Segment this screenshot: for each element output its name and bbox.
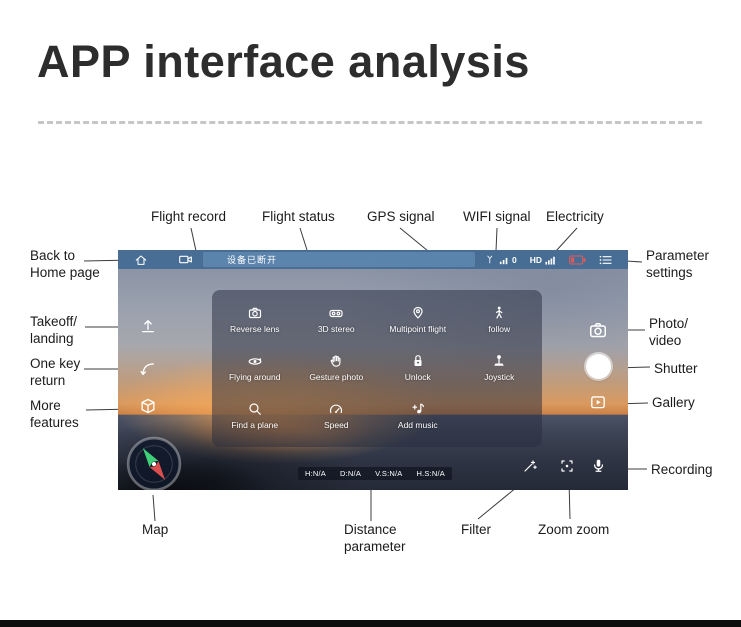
callout-flight-record: Flight record <box>151 209 227 224</box>
speed-icon <box>328 401 344 417</box>
feature-speed[interactable]: Speed <box>296 391 378 439</box>
feature-label: Find a plane <box>231 419 279 430</box>
microphone-icon[interactable] <box>590 457 607 474</box>
home-icon[interactable] <box>134 253 148 267</box>
callout-gps-signal: GPS signal <box>367 209 435 224</box>
follow-icon <box>491 305 507 321</box>
callout-parameter-settings: Parameter settings <box>646 248 710 280</box>
telemetry-height: H:N/A <box>305 469 327 478</box>
feature-joystick[interactable]: Joystick <box>459 343 541 391</box>
feature-label: Joystick <box>484 371 515 382</box>
joystick-icon <box>491 353 507 369</box>
flight-record-icon[interactable] <box>178 252 193 267</box>
callout-map: Map <box>142 522 169 537</box>
unlock-icon <box>410 353 426 369</box>
feature-gesture-photo[interactable]: Gesture photo <box>296 343 378 391</box>
takeoff-landing-icon[interactable] <box>139 317 157 335</box>
feature-label: follow <box>488 323 511 334</box>
callout-more-features: More features <box>30 398 79 430</box>
status-bar: 设备已断开 0 HD <box>118 250 628 269</box>
gesture-photo-icon <box>328 353 344 369</box>
callout-gallery: Gallery <box>652 395 695 410</box>
callout-takeoff-landing: Takeoff/ landing <box>30 314 78 346</box>
zoom-frame-icon[interactable] <box>559 458 575 474</box>
more-features-icon[interactable] <box>139 397 157 415</box>
telemetry-distance: D:N/A <box>340 469 362 478</box>
feature-label: Flying around <box>228 371 281 382</box>
map-compass[interactable] <box>126 436 182 492</box>
feature-label: Gesture photo <box>309 371 364 382</box>
feature-label: 3D stereo <box>317 323 355 334</box>
hd-label: HD <box>529 254 542 265</box>
feature-label: Add music <box>397 419 438 430</box>
flying-around-icon <box>247 353 263 369</box>
feature-find-a-plane[interactable]: Find a plane <box>214 391 296 439</box>
callout-filter: Filter <box>461 522 491 537</box>
feature-label: Multipoint flight <box>389 323 447 334</box>
callout-one-key-return: One key return <box>30 356 81 388</box>
app-screenshot: 设备已断开 0 HD <box>118 250 628 492</box>
gps-signal-icon <box>499 255 509 265</box>
callout-back-to-home: Back to Home page <box>30 248 100 280</box>
gallery-icon[interactable] <box>589 393 607 411</box>
dashed-divider <box>38 121 702 124</box>
feature-add-music[interactable]: Add music <box>377 391 459 439</box>
wifi-signal-group: HD <box>530 254 556 265</box>
gps-antenna-icon <box>485 254 496 265</box>
filter-icon[interactable] <box>522 458 538 474</box>
callout-photo-video: Photo/ video <box>649 316 689 348</box>
shutter-button[interactable] <box>586 354 611 379</box>
telemetry-bar: H:N/A D:N/A V.S:N/A H.S:N/A <box>298 467 452 480</box>
feature-reverse-lens[interactable]: Reverse lens <box>214 295 296 343</box>
feature-unlock[interactable]: Unlock <box>377 343 459 391</box>
feature-label: Speed <box>323 419 349 430</box>
feature-panel: Reverse lens 3D stereo Multipoint flight… <box>212 290 542 447</box>
one-key-return-icon[interactable] <box>139 360 157 378</box>
page-title: APP interface analysis <box>37 36 530 87</box>
find-plane-icon <box>247 401 263 417</box>
callout-distance-parameter: Distance parameter <box>344 522 406 554</box>
statusbar-right-cluster: 0 HD <box>485 254 612 266</box>
feature-flying-around[interactable]: Flying around <box>214 343 296 391</box>
menu-icon[interactable] <box>599 254 612 266</box>
callout-flight-status: Flight status <box>262 209 335 224</box>
feature-label: Reverse lens <box>229 323 280 334</box>
gps-signal-group: 0 <box>485 254 517 265</box>
bottom-bar <box>0 620 741 627</box>
battery-icon <box>569 254 586 265</box>
feature-multipoint-flight[interactable]: Multipoint flight <box>377 295 459 343</box>
multipoint-flight-icon <box>410 305 426 321</box>
feature-follow[interactable]: follow <box>459 295 541 343</box>
telemetry-vertical-speed: V.S:N/A <box>375 469 403 478</box>
gps-count: 0 <box>511 254 517 265</box>
3d-stereo-icon <box>328 305 344 321</box>
reverse-lens-icon <box>247 305 263 321</box>
callout-zoom: Zoom zoom <box>538 522 610 537</box>
callout-electricity: Electricity <box>546 209 604 224</box>
feature-3d-stereo[interactable]: 3D stereo <box>296 295 378 343</box>
callout-shutter: Shutter <box>654 361 698 376</box>
telemetry-horizontal-speed: H.S:N/A <box>416 469 445 478</box>
wifi-signal-icon <box>545 254 556 265</box>
photo-video-icon[interactable] <box>588 320 608 340</box>
callout-recording: Recording <box>651 462 713 477</box>
callout-wifi-signal: WIFI signal <box>463 209 531 224</box>
feature-label: Unlock <box>404 371 431 382</box>
device-status: 设备已断开 <box>203 252 475 267</box>
add-music-icon <box>410 401 426 417</box>
